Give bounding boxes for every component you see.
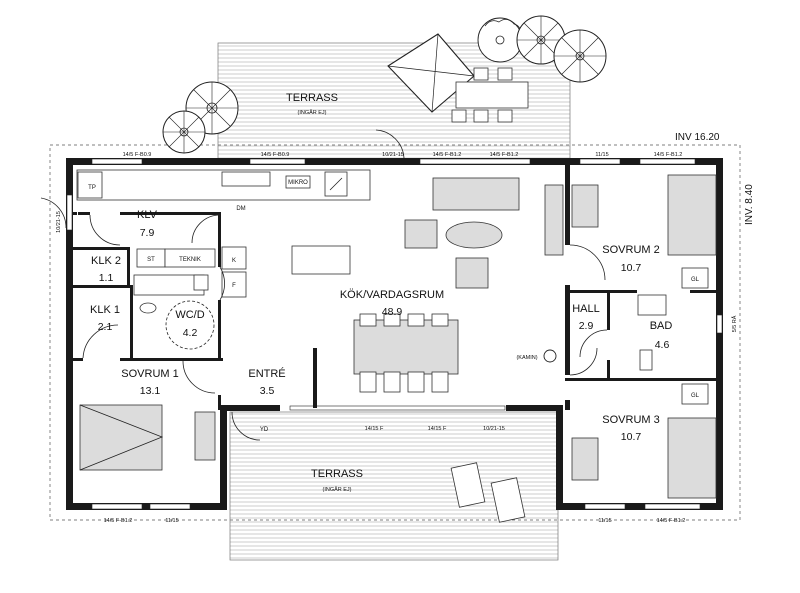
wall-entry-top	[220, 405, 280, 411]
window-bottom-1: 14/5 F-B1.2	[104, 518, 133, 524]
fixture-gl-bottom: GL	[691, 393, 700, 399]
window-right-1: 5/5 RÅ	[731, 315, 738, 332]
window-top-3: 10/21-15	[382, 152, 404, 158]
fixture-gl-top: GL	[691, 277, 700, 283]
tree-icon	[162, 110, 206, 154]
fixture-yd: YD	[260, 427, 269, 433]
fixture-k: K	[232, 258, 236, 264]
fixture-dm: DM	[236, 206, 245, 212]
terrace-top-note: (INGÅR EJ)	[297, 109, 326, 116]
coffee-table	[445, 221, 503, 249]
fixture-f: F	[232, 283, 236, 289]
window-bottom-4: 14/5 F-B1.2	[657, 518, 686, 524]
window-terrace-1: 14/15 F	[365, 426, 384, 432]
room-hall-area: 2.9	[579, 320, 594, 332]
wall-entry-top-right	[506, 405, 563, 411]
room-klk1-area: 2.1	[98, 321, 113, 333]
room-entre-name: ENTRÉ	[248, 367, 285, 380]
sofa	[432, 177, 520, 211]
parasol-icon	[387, 33, 475, 113]
room-bad-area: 4.6	[655, 339, 670, 351]
fixture-st: ST	[147, 257, 155, 263]
room-sovrum3-name: SOVRUM 3	[602, 414, 659, 426]
fixture-teknik: TEKNIK	[179, 257, 201, 263]
room-klv-name: KLV	[137, 209, 158, 221]
room-hall-name: HALL	[572, 303, 600, 315]
fixture-mikro: MIKRO	[288, 180, 308, 186]
wall-left	[66, 158, 73, 510]
window-bottom-3: 11/15	[598, 518, 611, 524]
room-klk2-area: 1.1	[99, 272, 114, 284]
window-left-1: 10/21-15	[56, 211, 62, 233]
window-top-1: 14/5 F-B0.9	[123, 152, 152, 158]
window-terrace-2: 14/15 F	[428, 426, 447, 432]
room-bad-name: BAD	[650, 320, 673, 332]
room-entre-area: 3.5	[260, 385, 275, 397]
room-klv-area: 7.9	[140, 227, 155, 239]
bed-sovrum-3	[667, 417, 717, 499]
shower-circle	[165, 300, 215, 350]
room-sovrum2-name: SOVRUM 2	[602, 244, 659, 256]
wall-bottom-left	[66, 503, 226, 510]
terrace-bottom-note: (INGÅR EJ)	[322, 486, 351, 493]
room-sovrum3-area: 10.7	[621, 431, 642, 443]
dining-table	[353, 319, 459, 375]
window-top-2: 14/5 F-B0.9	[261, 152, 290, 158]
room-wcd-name: WC/D	[175, 309, 204, 321]
room-klk2-name: KLK 2	[91, 255, 121, 267]
window-bottom-2: 11/15	[165, 518, 178, 524]
dimension-depth: INV. 8.40	[744, 184, 755, 225]
room-sovrum2-area: 10.7	[621, 262, 642, 274]
sun-loungers	[450, 462, 526, 523]
wall-right	[716, 158, 723, 510]
wall-entry-right	[556, 405, 563, 510]
terrace-top-name: TERRASS	[286, 92, 338, 104]
room-sovrum1-area: 13.1	[140, 385, 161, 397]
toilet-icon	[139, 302, 157, 314]
window-top-7: 14/5 F-B1.2	[654, 152, 683, 158]
room-wcd-area: 4.2	[183, 327, 198, 339]
wall-top	[66, 158, 723, 165]
window-top-4: 14/5 F-B1.2	[433, 152, 462, 158]
wall-entry-left	[220, 405, 227, 510]
bed-sovrum-1	[79, 404, 163, 471]
wall-bottom-right	[556, 503, 723, 510]
fixture-kamin: (KAMIN)	[516, 355, 537, 361]
window-top-6: 11/15	[595, 152, 608, 158]
kamin-icon	[543, 349, 557, 363]
plot-boundary	[49, 144, 741, 521]
terrace-bottom-name: TERRASS	[311, 468, 363, 480]
tree-icon	[477, 17, 523, 63]
tree-icon	[553, 29, 607, 83]
dimension-width: INV 16.20	[675, 132, 720, 143]
room-kok-name: KÖK/VARDAGSRUM	[340, 289, 444, 301]
kitchen-counter	[76, 169, 371, 201]
window-terrace-3: 10/21-15	[483, 426, 505, 432]
room-klk1-name: KLK 1	[90, 304, 120, 316]
window-top-5: 14/5 F-B1.2	[490, 152, 519, 158]
outdoor-dining-table	[451, 67, 529, 123]
fixture-tp: TP	[88, 185, 96, 191]
room-kok-area: 48.9	[382, 306, 403, 318]
room-sovrum1-name: SOVRUM 1	[121, 368, 178, 380]
bed-sovrum-2	[667, 174, 717, 256]
